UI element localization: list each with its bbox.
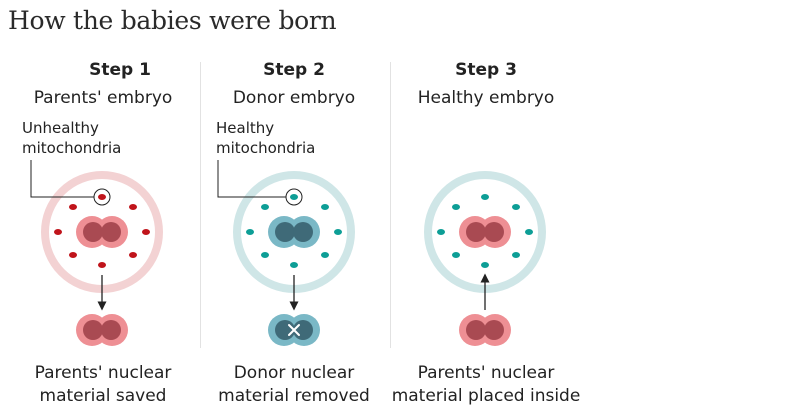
mitochondrion (98, 262, 106, 268)
mitochondrion (69, 204, 77, 210)
caption-line-2: material removed (218, 386, 370, 406)
nucleus-lobe-inner (293, 320, 313, 340)
column-divider-2 (390, 62, 391, 348)
mitochondrion (142, 229, 150, 235)
mitochondrion (261, 204, 269, 210)
parents-nucleus (76, 216, 128, 248)
healthy-embryo (424, 171, 546, 346)
highlighted-mitochondrion (290, 194, 298, 200)
parents-nucleus-to-insert (459, 314, 511, 346)
nucleus-lobe-inner (101, 320, 121, 340)
column-divider-1 (200, 62, 201, 348)
healthy-mitochondria (246, 204, 342, 268)
mitochondrion (261, 252, 269, 258)
step-1-caption: Parents' nuclear material saved (3, 362, 203, 408)
nucleus-lobe-inner (101, 222, 121, 242)
mitochondrion (512, 252, 520, 258)
mitochondrion (290, 262, 298, 268)
caption-line-1: Parents' nuclear (34, 363, 172, 383)
step-2-embryo-label: Donor embryo (232, 88, 356, 108)
placed-parents-nucleus (459, 216, 511, 248)
unhealthy-mitochondria (54, 204, 150, 268)
mito-label-line-2: mitochondria (22, 139, 122, 157)
caption-line-1: Donor nuclear (233, 363, 355, 383)
caption-line-2: material saved (39, 386, 167, 406)
parents-embryo (30, 160, 163, 346)
mitochondrion (321, 204, 329, 210)
nucleus-lobe-inner (466, 222, 486, 242)
step-1-embryo-label: Parents' embryo (33, 88, 173, 108)
mitochondrion (69, 252, 77, 258)
nucleus-lobe-inner (484, 320, 504, 340)
mitochondrion (321, 252, 329, 258)
removed-donor-nucleus (268, 314, 320, 346)
mitochondrion (129, 204, 137, 210)
mitochondrion (437, 229, 445, 235)
highlighted-mitochondrion (98, 194, 106, 200)
mitochondrion (481, 194, 489, 200)
mitochondrion (129, 252, 137, 258)
step-3-caption: Parents' nuclear material placed inside (386, 362, 586, 408)
saved-parents-nucleus (76, 314, 128, 346)
step-1-label: Step 1 (89, 60, 151, 80)
donor-embryo (217, 160, 355, 346)
callout-line (30, 160, 94, 198)
step-3-label: Step 3 (455, 60, 517, 80)
step-3-embryo-label: Healthy embryo (417, 88, 555, 108)
step-2-caption: Donor nuclear material removed (194, 362, 394, 408)
cross-icon (288, 324, 300, 336)
mito-label-line-2: mitochondria (216, 139, 316, 157)
mitochondrion (525, 229, 533, 235)
page-title: How the babies were born (8, 6, 337, 35)
mitochondrion (334, 229, 342, 235)
nucleus-lobe-inner (466, 320, 486, 340)
healthy-mitochondria-label: Healthy mitochondria (216, 118, 315, 158)
nucleus-lobe-inner (484, 222, 504, 242)
nucleus-lobe-inner (83, 222, 103, 242)
donor-nucleus (268, 216, 320, 248)
mitochondrion (481, 262, 489, 268)
mitochondrion (452, 252, 460, 258)
nucleus-lobe-inner (83, 320, 103, 340)
caption-line-1: Parents' nuclear (417, 363, 555, 383)
callout-line (217, 160, 286, 198)
healthy-mitochondria (437, 194, 533, 268)
caption-line-2: material placed inside (391, 386, 581, 406)
nucleus-lobe-inner (293, 222, 313, 242)
mito-label-line-1: Healthy (216, 119, 275, 137)
mitochondrion (246, 229, 254, 235)
mito-label-line-1: Unhealthy (22, 119, 99, 137)
mitochondrion (54, 229, 62, 235)
unhealthy-mitochondria-label: Unhealthy mitochondria (22, 118, 121, 158)
mitochondrion (512, 204, 520, 210)
step-2-label: Step 2 (263, 60, 325, 80)
mitochondrion (452, 204, 460, 210)
nucleus-lobe-inner (275, 222, 295, 242)
nucleus-lobe-inner (275, 320, 295, 340)
